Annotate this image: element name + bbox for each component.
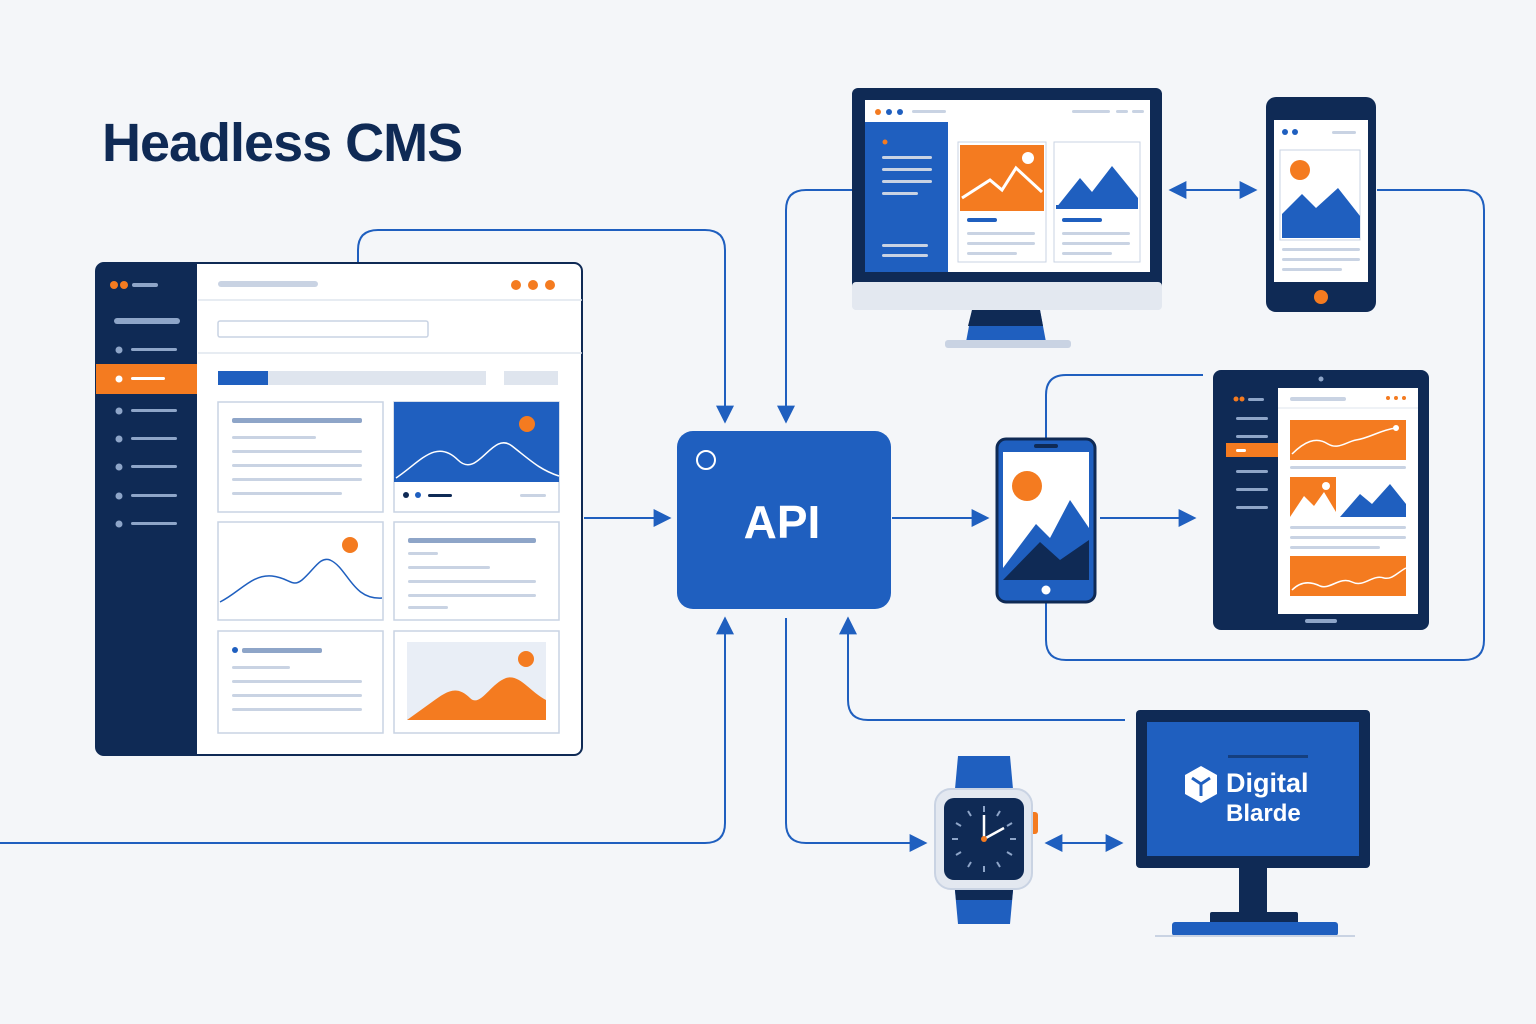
smartphone-top xyxy=(1266,97,1376,312)
connector-bottom-to-api xyxy=(0,616,734,844)
watch-face xyxy=(952,806,1016,872)
sun-icon xyxy=(1290,160,1310,180)
home-button-icon xyxy=(1314,290,1328,304)
sun-icon xyxy=(1022,152,1034,164)
cms-card-text-1 xyxy=(217,401,384,513)
cms-card-text-2 xyxy=(393,521,560,621)
cms-search-bar xyxy=(217,320,429,338)
connector-tablet-loop xyxy=(1045,189,1485,661)
cms-dashboard-window xyxy=(95,262,583,756)
mountain-image-icon xyxy=(1340,484,1406,517)
mountain-image-icon xyxy=(1056,166,1138,208)
cms-card-orange-image xyxy=(393,630,560,734)
sun-icon xyxy=(519,416,535,432)
circle-icon xyxy=(696,450,716,470)
connectors xyxy=(0,181,1485,852)
home-button-icon xyxy=(1041,585,1051,595)
mountain-image-icon xyxy=(1282,188,1360,238)
mountain-image-icon xyxy=(407,677,546,720)
cms-sidebar xyxy=(96,263,197,755)
sun-icon xyxy=(342,537,358,553)
desktop-monitor xyxy=(852,88,1162,348)
cms-card-line-chart xyxy=(217,521,384,621)
smartwatch xyxy=(934,756,1038,924)
page-title: Headless CMS xyxy=(102,113,463,173)
api-node: API xyxy=(677,431,891,609)
api-label: API xyxy=(744,496,821,548)
connector-desktop-to-api xyxy=(777,189,852,424)
sun-icon xyxy=(1012,471,1042,501)
sidebar-nav xyxy=(96,346,197,528)
mountain-image-icon xyxy=(1290,492,1336,517)
connector-cms-top-to-api xyxy=(357,229,734,424)
digital-signage-display: Digital Blarde xyxy=(1136,710,1370,937)
signage-line-2: Blarde xyxy=(1226,800,1301,827)
cms-card-text-3 xyxy=(217,630,384,734)
smartphone-middle xyxy=(995,437,1097,604)
sun-icon xyxy=(1322,482,1330,490)
sun-icon xyxy=(518,651,534,667)
signage-line-1: Digital xyxy=(1226,768,1309,798)
tablet xyxy=(1213,370,1429,630)
connector-api-to-watch xyxy=(785,618,928,852)
connector-signage-to-api xyxy=(839,616,1125,721)
mountain-image-icon xyxy=(961,165,1044,200)
cms-card-blue-chart xyxy=(393,401,560,513)
